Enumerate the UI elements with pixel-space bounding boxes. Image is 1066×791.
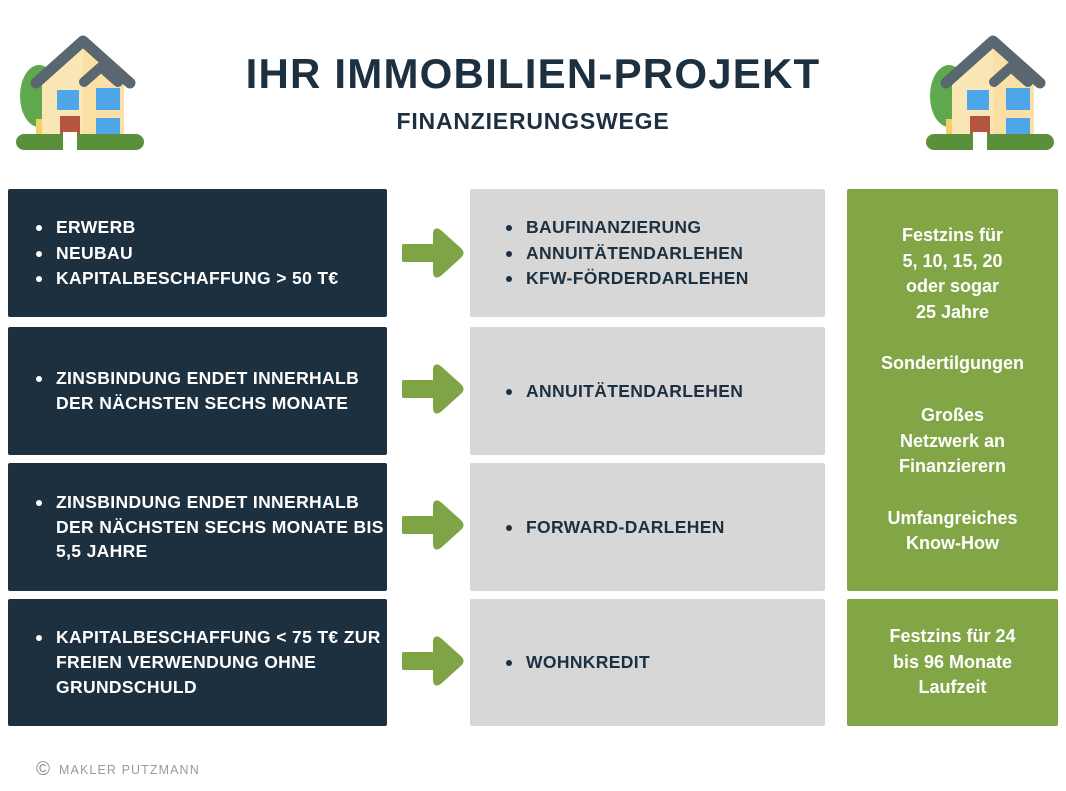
solution-list-1: BAUFINANZIERUNG ANNUITÄTENDARLEHEN KFW-F… xyxy=(470,214,825,293)
arrow-right-icon-3 xyxy=(400,499,464,555)
solution-box-4: WOHNKREDIT xyxy=(470,599,825,726)
arrow-right-svg xyxy=(400,228,464,278)
house-illustration-svg xyxy=(926,35,1054,152)
list-item: WOHNKREDIT xyxy=(506,650,825,675)
list-item: ANNUITÄTENDARLEHEN xyxy=(506,379,825,404)
title-block: IHR IMMOBILIEN-PROJEKT FINANZIERUNGSWEGE xyxy=(170,52,896,135)
list-item: NEUBAU xyxy=(36,241,387,266)
header: IHR IMMOBILIEN-PROJEKT FINANZIERUNGSWEGE xyxy=(0,0,1066,178)
arrow-right-svg xyxy=(400,500,464,550)
arrow-right-icon-2 xyxy=(400,363,464,419)
arrow-right-svg xyxy=(400,636,464,686)
situation-list-2: ZINSBINDUNG ENDET INNERHALB DER NÄCHSTEN… xyxy=(8,365,387,417)
list-item: KFW-FÖRDERDARLEHEN xyxy=(506,266,825,291)
house-illustration-icon-left xyxy=(8,24,158,159)
arrow-right-icon-4 xyxy=(400,635,464,691)
arrow-right-icon-1 xyxy=(400,227,464,283)
solution-list-3: FORWARD-DARLEHEN xyxy=(470,514,825,541)
situation-list-1: ERWERB NEUBAU KAPITALBESCHAFFUNG > 50 T€ xyxy=(8,214,387,293)
solution-list-4: WOHNKREDIT xyxy=(470,649,825,676)
situation-box-4: KAPITALBESCHAFFUNG < 75 T€ ZUR FREIEN VE… xyxy=(8,599,387,726)
situation-box-1: ERWERB NEUBAU KAPITALBESCHAFFUNG > 50 T€ xyxy=(8,189,387,317)
list-item: ERWERB xyxy=(36,215,387,240)
house-illustration-icon-right xyxy=(918,24,1066,159)
solution-box-3: FORWARD-DARLEHEN xyxy=(470,463,825,591)
list-item: ZINSBINDUNG ENDET INNERHALB DER NÄCHSTEN… xyxy=(36,366,387,416)
solution-box-2: ANNUITÄTENDARLEHEN xyxy=(470,327,825,455)
list-item: KAPITALBESCHAFFUNG > 50 T€ xyxy=(36,266,387,291)
arrow-right-svg xyxy=(400,364,464,414)
page-subtitle: FINANZIERUNGSWEGE xyxy=(396,107,670,134)
copyright-icon: © xyxy=(36,759,50,780)
benefit-item: Sondertilgungen xyxy=(881,353,1024,374)
list-item: ZINSBINDUNG ENDET INNERHALB DER NÄCHSTEN… xyxy=(36,490,387,565)
situation-list-4: KAPITALBESCHAFFUNG < 75 T€ ZUR FREIEN VE… xyxy=(8,624,387,701)
list-item: KAPITALBESCHAFFUNG < 75 T€ ZUR FREIEN VE… xyxy=(36,625,387,700)
list-item: BAUFINANZIERUNG xyxy=(506,215,825,240)
situation-box-2: ZINSBINDUNG ENDET INNERHALB DER NÄCHSTEN… xyxy=(8,327,387,455)
situation-list-3: ZINSBINDUNG ENDET INNERHALB DER NÄCHSTEN… xyxy=(8,489,387,566)
house-illustration-svg xyxy=(16,35,144,152)
list-item: FORWARD-DARLEHEN xyxy=(506,515,825,540)
situation-box-3: ZINSBINDUNG ENDET INNERHALB DER NÄCHSTEN… xyxy=(8,463,387,591)
page-title: IHR IMMOBILIEN-PROJEKT xyxy=(245,50,821,97)
solution-list-2: ANNUITÄTENDARLEHEN xyxy=(470,378,825,405)
solution-box-1: BAUFINANZIERUNG ANNUITÄTENDARLEHEN KFW-F… xyxy=(470,189,825,317)
copyright-text: MAKLER PUTZMANN xyxy=(59,762,200,777)
list-item: ANNUITÄTENDARLEHEN xyxy=(506,241,825,266)
footer: © MAKLER PUTZMANN xyxy=(36,760,200,779)
